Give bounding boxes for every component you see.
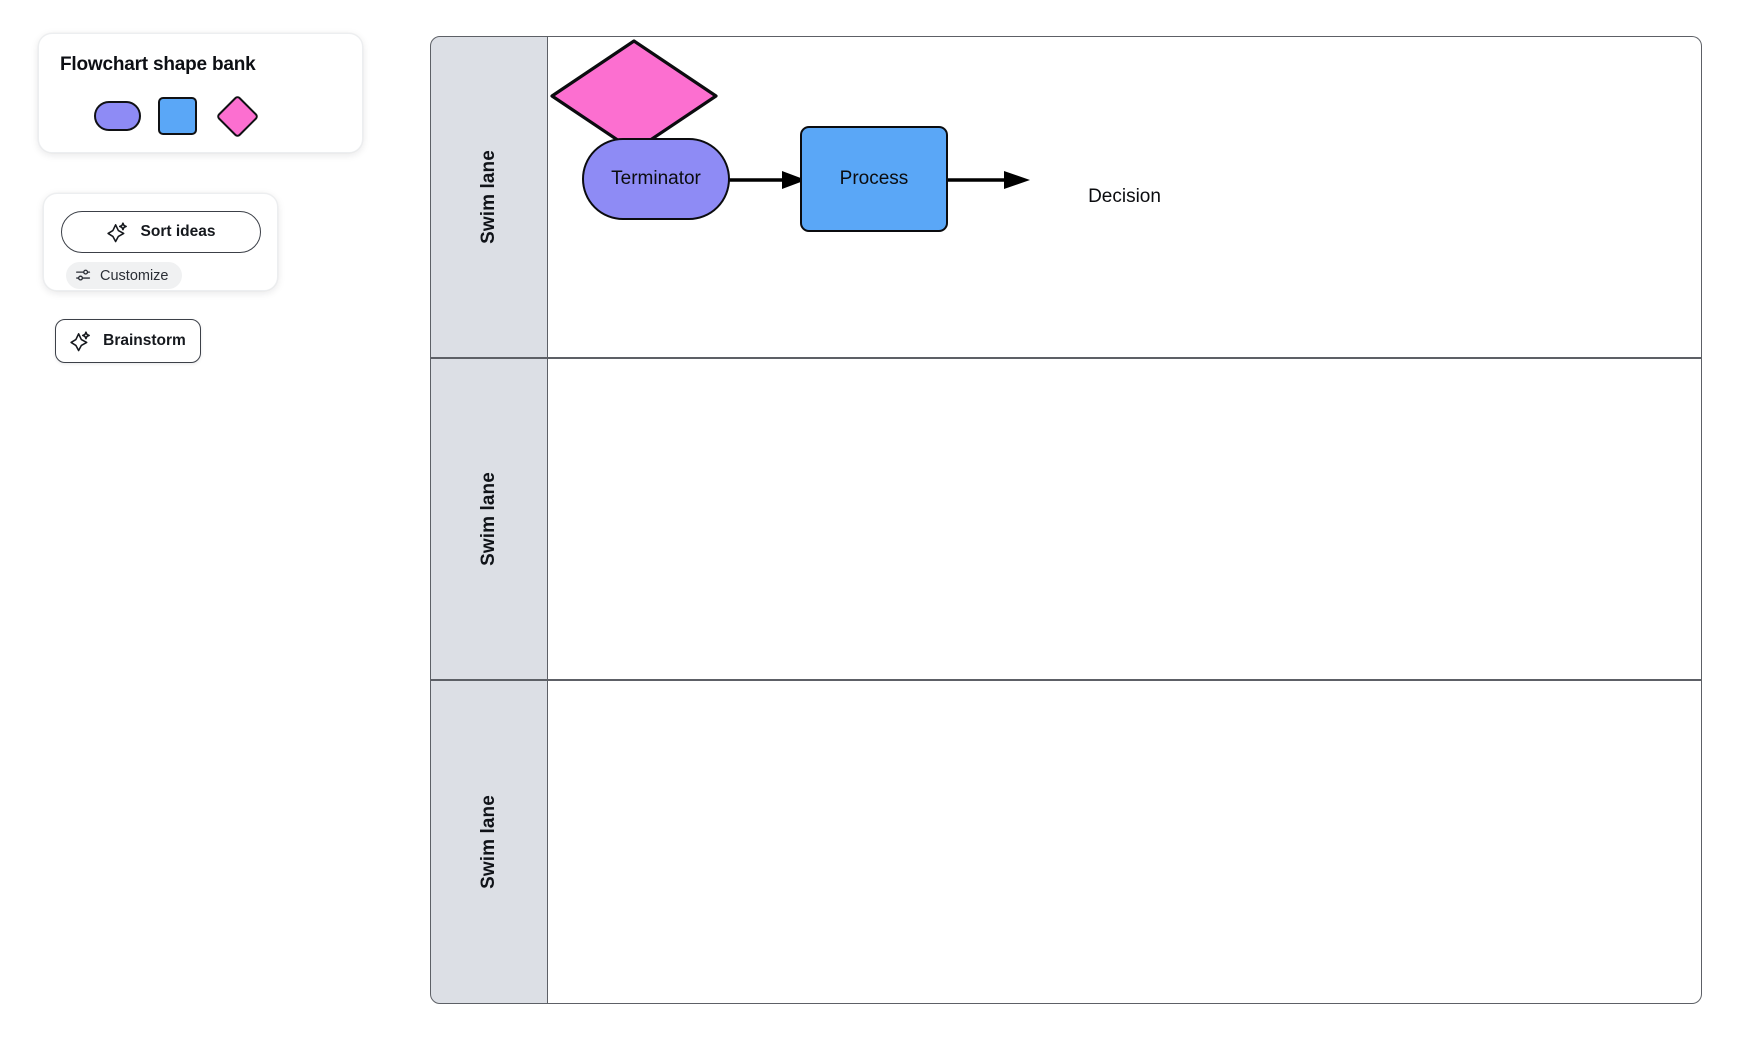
edge-terminator-process [726,171,806,189]
lane-body-0[interactable]: Terminator Process Decision [548,36,1702,358]
swimlane-board: Swim lane Terminator [430,36,1702,1004]
shape-swatch-process[interactable] [158,97,197,135]
lane-label: Swim lane [477,150,499,244]
lane-body-1[interactable] [548,358,1702,680]
shape-bank-panel: Flowchart shape bank [38,33,363,153]
lane-header-0[interactable]: Swim lane [430,36,548,358]
edge-process-decision [946,171,1030,189]
lane-header-1[interactable]: Swim lane [430,358,548,680]
sliders-icon [75,267,92,284]
shape-swatch-terminator[interactable] [94,101,141,131]
sort-ideas-panel: Sort ideas Customize [43,193,278,291]
flow-node-label: Process [839,168,909,189]
flow-diagram: Terminator Process Decision [548,37,1701,357]
lane-body-2[interactable] [548,680,1702,1004]
customize-label: Customize [100,267,169,284]
diamond-icon [215,94,259,138]
swim-lane-row: Swim lane Terminator [430,36,1702,358]
swim-lane-row: Swim lane [430,358,1702,680]
flow-node-terminator[interactable]: Terminator [582,138,730,220]
shape-bank-title: Flowchart shape bank [60,54,256,75]
flow-node-label: Terminator [611,168,701,189]
lane-label: Swim lane [477,472,499,566]
sort-ideas-label: Sort ideas [140,223,216,240]
sparkle-icon [70,330,92,352]
flow-node-process[interactable]: Process [800,126,948,232]
left-sidebar: Flowchart shape bank Sort ideas [0,0,380,1040]
swim-lane-row: Swim lane [430,680,1702,1004]
sort-ideas-button[interactable]: Sort ideas [61,211,261,253]
lane-header-2[interactable]: Swim lane [430,680,548,1004]
lane-label: Swim lane [477,795,499,889]
shape-swatch-row [94,94,260,138]
shape-swatch-decision[interactable] [214,94,260,138]
brainstorm-label: Brainstorm [103,332,186,349]
customize-chip[interactable]: Customize [66,262,182,289]
brainstorm-button[interactable]: Brainstorm [55,319,201,363]
sparkle-icon [106,221,129,243]
